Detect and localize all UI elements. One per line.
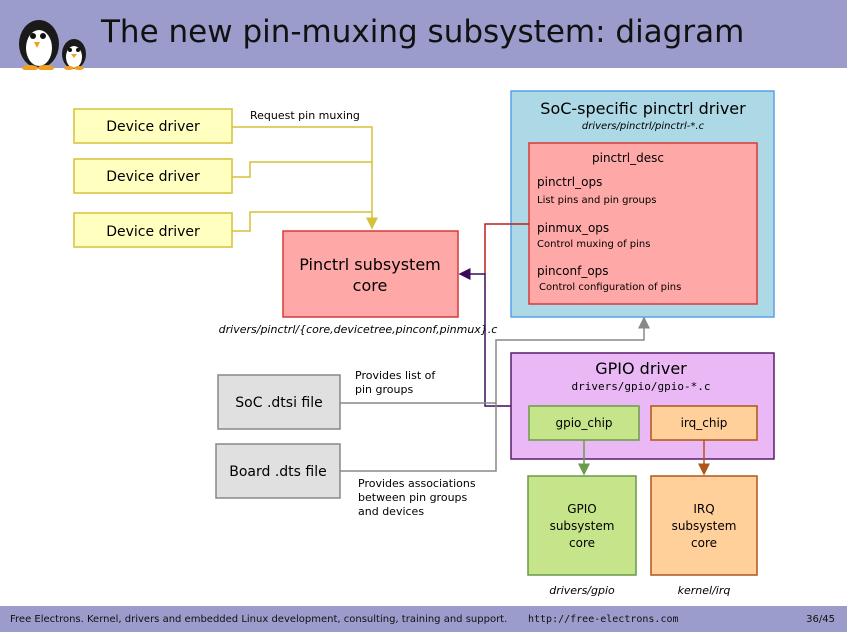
footer-bar: Free Electrons. Kernel, drivers and embe…	[0, 606, 847, 632]
footer-text: Free Electrons. Kernel, drivers and embe…	[10, 614, 508, 625]
pinmux-ops-desc: Control muxing of pins	[537, 239, 650, 250]
device-driver-3: Device driver	[73, 212, 233, 248]
gpio-core-line2: subsystem	[550, 519, 615, 533]
dts-connectors	[340, 316, 650, 472]
irq-core-line1: IRQ	[693, 502, 714, 516]
dts-label-line3: and devices	[358, 505, 424, 518]
device-driver-1: Device driver	[73, 108, 233, 144]
pinmux-ops-name: pinmux_ops	[537, 221, 609, 235]
pinconf-ops-name: pinconf_ops	[537, 264, 609, 278]
soc-driver-path: drivers/pinctrl/pinctrl-*.c	[582, 121, 705, 132]
gpio-to-core-connector	[458, 268, 529, 407]
dtsi-label-line1: Provides list of	[355, 369, 436, 382]
core-label-line1: Pinctrl subsystem	[299, 255, 441, 274]
gpio-driver-title: GPIO driver	[595, 359, 687, 378]
irq-core-line2: subsystem	[672, 519, 737, 533]
device-driver-2: Device driver	[73, 158, 233, 194]
dtsi-label-line2: pin groups	[355, 383, 413, 396]
footer-url[interactable]: http://free-electrons.com	[528, 614, 679, 625]
pinctrl-core-box: Pinctrl subsystem core	[282, 230, 459, 318]
board-dts-label: Board .dts file	[229, 464, 327, 480]
header-bar: The new pin-muxing subsystem: diagram	[0, 0, 847, 70]
gpio-chip-label: gpio_chip	[555, 416, 612, 430]
dts-label-line1: Provides associations	[358, 477, 476, 490]
gpio-core-box: GPIO subsystem core	[527, 475, 637, 576]
pinconf-ops-desc: Control configuration of pins	[539, 282, 681, 293]
device-driver-label: Device driver	[106, 169, 200, 185]
gpio-driver-box: GPIO driver drivers/gpio/gpio-*.c gpio_c…	[510, 352, 775, 460]
pinctrl-desc-title: pinctrl_desc	[592, 151, 664, 165]
slide-title: The new pin-muxing subsystem: diagram	[101, 14, 745, 50]
irq-chip-label: irq_chip	[681, 416, 728, 430]
soc-driver-title: SoC-specific pinctrl driver	[540, 99, 746, 118]
request-connectors	[232, 126, 378, 232]
core-label-line2: core	[353, 276, 388, 295]
core-path: drivers/pinctrl/{core,devicetree,pinconf…	[219, 323, 498, 336]
dts-label-line2: between pin groups	[358, 491, 468, 504]
gpio-driver-path: drivers/gpio/gpio-*.c	[571, 380, 710, 393]
penguin-logo-icon	[19, 20, 86, 70]
device-driver-label: Device driver	[106, 119, 200, 135]
irq-core-path: kernel/irq	[678, 584, 731, 597]
pinmux-connector	[484, 223, 529, 274]
device-driver-label: Device driver	[106, 224, 200, 240]
pinctrl-ops-desc: List pins and pin groups	[537, 195, 656, 206]
soc-dtsi-label: SoC .dtsi file	[235, 395, 322, 411]
board-dts-box: Board .dts file	[215, 443, 341, 499]
page-number: 36/45	[806, 614, 835, 625]
request-label: Request pin muxing	[250, 109, 360, 122]
gpio-core-line3: core	[569, 536, 595, 550]
soc-pinctrl-driver-box: SoC-specific pinctrl driver drivers/pinc…	[510, 90, 775, 318]
gpio-core-path: drivers/gpio	[549, 584, 615, 597]
soc-dtsi-box: SoC .dtsi file	[217, 374, 341, 430]
pinctrl-ops-name: pinctrl_ops	[537, 175, 602, 189]
irq-core-line3: core	[691, 536, 717, 550]
irq-core-box: IRQ subsystem core	[650, 475, 758, 576]
pinmux-diagram: Request pin muxing Device driver Device …	[73, 90, 775, 597]
gpio-core-line1: GPIO	[567, 502, 597, 516]
